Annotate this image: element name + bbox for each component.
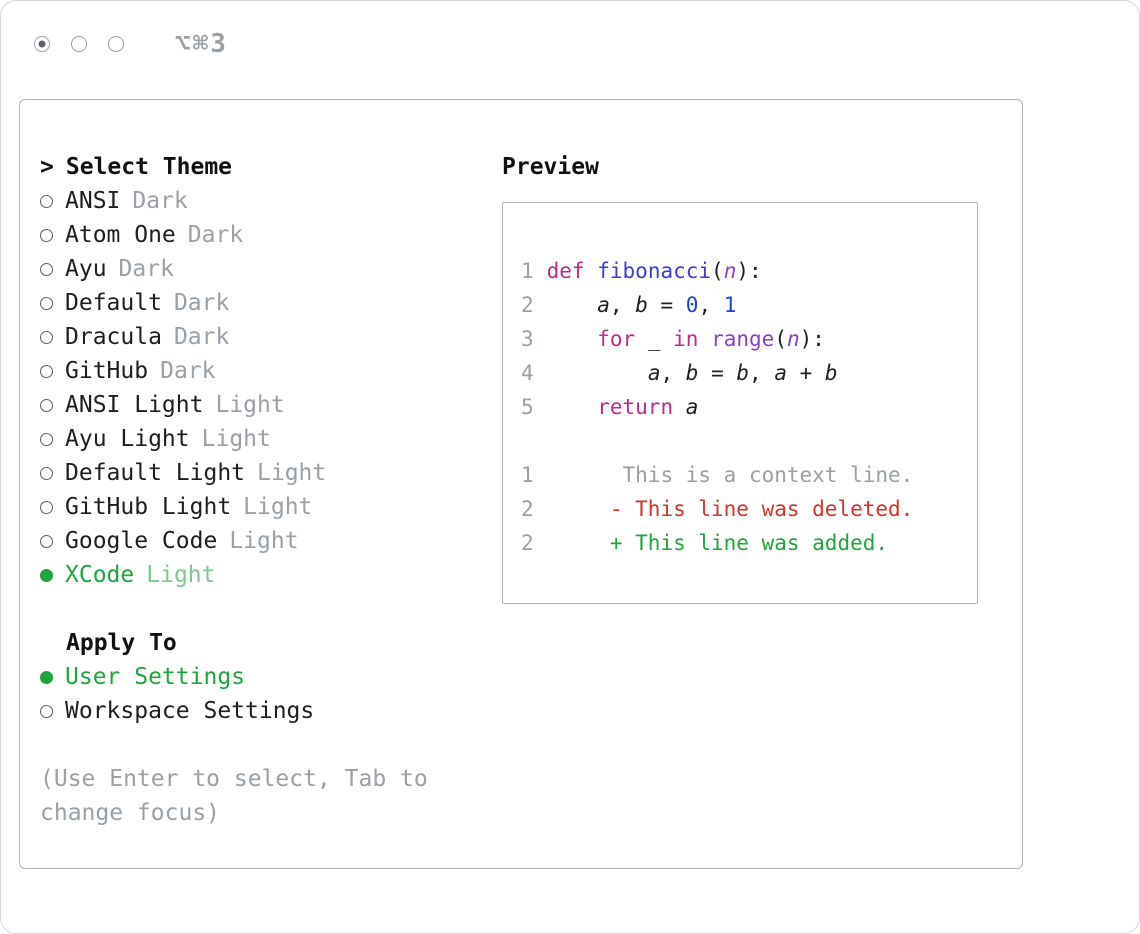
- code-line: 5 return a: [521, 390, 977, 424]
- line-number: 1: [521, 463, 534, 487]
- theme-option-ayu-dark[interactable]: Ayu Dark: [40, 252, 470, 286]
- apply-to-title: Apply To: [66, 630, 177, 656]
- code-line: 1 def fibonacci(n):: [521, 254, 977, 288]
- radio-unselected-icon: [40, 466, 53, 480]
- theme-option-google-code-light[interactable]: Google Code Light: [40, 524, 470, 558]
- line-number: 1: [521, 259, 534, 283]
- theme-name: GitHub Light: [65, 494, 232, 520]
- radio-unselected-icon: [40, 500, 53, 514]
- theme-name: GitHub: [65, 358, 149, 384]
- theme-name: Ayu Light: [65, 426, 190, 452]
- theme-name: ANSI: [65, 188, 121, 214]
- code-line-content: a, b = b, a + b: [647, 361, 838, 385]
- line-number: 4: [521, 361, 534, 385]
- theme-name: XCode: [65, 562, 135, 588]
- line-number: 2: [521, 497, 534, 521]
- traffic-light-minimize-icon[interactable]: [71, 36, 87, 52]
- diff-preview: 1 This is a context line.2 - This line w…: [521, 458, 977, 560]
- theme-name: Dracula: [65, 324, 162, 350]
- theme-variant: Light: [257, 460, 327, 486]
- theme-name: Ayu: [65, 256, 107, 282]
- radio-unselected-icon: [40, 330, 53, 344]
- apply-option-label: Workspace Settings: [65, 698, 315, 724]
- line-number: 3: [521, 327, 534, 351]
- diff-line-content: This is a context line.: [546, 463, 914, 487]
- diff-line-content: + This line was added.: [546, 531, 889, 555]
- apply-option-label: User Settings: [65, 664, 246, 690]
- theme-variant: Dark: [118, 256, 174, 282]
- radio-unselected-icon: [40, 398, 53, 412]
- radio-selected-icon: [40, 670, 53, 684]
- theme-variant: Light: [229, 528, 299, 554]
- code-line-content: def fibonacci(n):: [546, 259, 762, 283]
- traffic-light-maximize-icon[interactable]: [108, 36, 124, 52]
- code-line-content: for _ in range(n):: [597, 327, 825, 351]
- code-line-content: return a: [597, 395, 699, 419]
- theme-option-xcode-light[interactable]: XCode Light: [40, 558, 470, 592]
- theme-list-title: > Select Theme: [40, 150, 470, 184]
- theme-list-title-label: Select Theme: [65, 154, 233, 180]
- theme-option-atom-one-dark[interactable]: Atom One Dark: [40, 218, 470, 252]
- diff-line-content: - This line was deleted.: [546, 497, 914, 521]
- code-line-content: a, b = 0, 1: [597, 293, 737, 317]
- prompt-caret: >: [40, 154, 54, 180]
- theme-variant: Dark: [187, 222, 244, 248]
- diff-line-deleted: 2 - This line was deleted.: [521, 492, 977, 526]
- theme-variant: Light: [215, 392, 285, 418]
- traffic-light-close-icon[interactable]: [34, 36, 50, 52]
- diff-line-added: 2 + This line was added.: [521, 526, 977, 560]
- apply-option-workspace-settings[interactable]: Workspace Settings: [40, 694, 470, 728]
- radio-unselected-icon: [40, 704, 53, 718]
- theme-name: ANSI Light: [65, 392, 204, 418]
- theme-option-default-light-light[interactable]: Default Light Light: [40, 456, 470, 490]
- code-line: 3 for _ in range(n):: [521, 322, 977, 356]
- code-line: 2 a, b = 0, 1: [521, 288, 977, 322]
- titlebar: ⌥⌘3: [34, 29, 228, 59]
- theme-option-ansi-dark[interactable]: ANSI Dark: [40, 184, 470, 218]
- theme-variant: Dark: [173, 290, 230, 316]
- theme-option-ayu-light-light[interactable]: Ayu Light Light: [40, 422, 470, 456]
- window-shortcut: ⌥⌘3: [175, 29, 228, 59]
- diff-line-context: 1 This is a context line.: [521, 458, 977, 492]
- hint-text: (Use Enter to select, Tab to change focu…: [40, 766, 428, 826]
- radio-unselected-icon: [40, 432, 53, 446]
- theme-name: Google Code: [65, 528, 218, 554]
- theme-option-github-dark[interactable]: GitHub Dark: [40, 354, 470, 388]
- radio-unselected-icon: [40, 296, 53, 310]
- theme-variant: Dark: [173, 324, 230, 350]
- radio-unselected-icon: [40, 194, 53, 208]
- radio-unselected-icon: [40, 364, 53, 378]
- theme-variant: Dark: [160, 358, 216, 384]
- radio-unselected-icon: [40, 262, 53, 276]
- radio-selected-icon: [40, 568, 53, 582]
- theme-option-dracula-dark[interactable]: Dracula Dark: [40, 320, 470, 354]
- apply-option-user-settings[interactable]: User Settings: [40, 660, 470, 694]
- theme-name: Default Light: [65, 460, 246, 486]
- line-number: 2: [521, 531, 534, 555]
- radio-unselected-icon: [40, 534, 53, 548]
- theme-variant: Light: [146, 562, 216, 588]
- preview-title: Preview: [502, 154, 599, 180]
- code-line: 4 a, b = b, a + b: [521, 356, 977, 390]
- theme-name: Atom One: [65, 222, 176, 248]
- theme-option-github-light-light[interactable]: GitHub Light Light: [40, 490, 470, 524]
- theme-variant: Light: [243, 494, 313, 520]
- theme-option-ansi-light-light[interactable]: ANSI Light Light: [40, 388, 470, 422]
- theme-option-default-dark[interactable]: Default Dark: [40, 286, 470, 320]
- theme-variant: Dark: [132, 188, 188, 214]
- radio-unselected-icon: [40, 228, 53, 242]
- line-number: 2: [521, 293, 534, 317]
- theme-variant: Light: [201, 426, 271, 452]
- line-number: 5: [521, 395, 534, 419]
- theme-name: Default: [65, 290, 162, 316]
